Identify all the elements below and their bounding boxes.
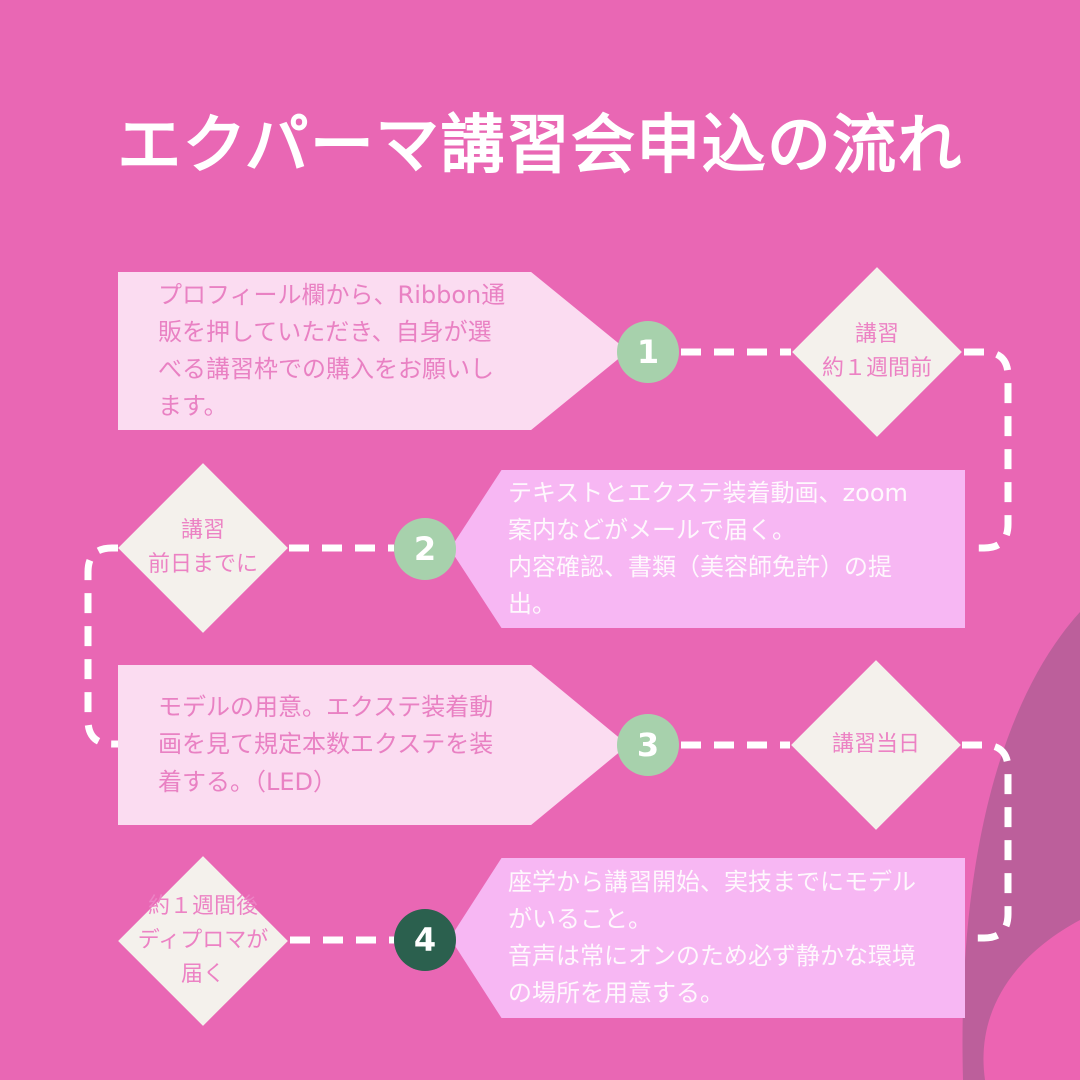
milestone-2: 講習 前日までに xyxy=(118,463,288,633)
milestone-1: 講習 約１週間前 xyxy=(792,267,962,437)
step-3-number-circle: 3 xyxy=(617,714,679,776)
step-3-description: モデルの用意。エクステ装着動画を見て規定本数エクステを装着する。（LED） xyxy=(158,693,494,796)
milestone-1-label: 講習 約１週間前 xyxy=(821,321,932,381)
step-2-description: テキストとエクステ装着動画、zoom案内などがメールで届く。 内容確認、書類（美… xyxy=(508,478,908,619)
step-1-number-circle: 1 xyxy=(617,321,679,383)
step-4-box: 座学から講習開始、実技までにモデルがいること。 音声は常にオンのため必ず静かな環… xyxy=(450,858,965,1018)
step-1-description: プロフィール欄から、Ribbon通販を押していただき、自身が選べる講習枠での購入… xyxy=(158,280,506,421)
step-3-number: 3 xyxy=(636,726,660,764)
step-2-number: 2 xyxy=(413,530,437,568)
step-2-number-circle: 2 xyxy=(394,518,456,580)
milestone-3: 講習当日 xyxy=(791,660,961,830)
page-title: エクパーマ講習会申込の流れ xyxy=(117,109,963,183)
swoosh-corner-shape xyxy=(983,920,1080,1080)
step-4-number-circle: 4 xyxy=(394,909,456,971)
step-1-box: プロフィール欄から、Ribbon通販を押していただき、自身が選べる講習枠での購入… xyxy=(118,272,628,430)
milestone-2-label: 講習 前日までに xyxy=(147,517,258,577)
step-2-box: テキストとエクステ装着動画、zoom案内などがメールで届く。 内容確認、書類（美… xyxy=(450,470,965,628)
step-1-number: 1 xyxy=(636,333,660,371)
step-4-description: 座学から講習開始、実技までにモデルがいること。 音声は常にオンのため必ず静かな環… xyxy=(508,867,916,1008)
step-3-box: モデルの用意。エクステ装着動画を見て規定本数エクステを装着する。（LED） xyxy=(118,665,628,825)
step-4-number: 4 xyxy=(413,921,437,959)
milestone-4: 約１週間後 ディプロマが 届く xyxy=(118,856,288,1026)
milestone-3-label: 講習当日 xyxy=(831,731,920,757)
milestone-4-label: 約１週間後 ディプロマが 届く xyxy=(137,893,269,988)
